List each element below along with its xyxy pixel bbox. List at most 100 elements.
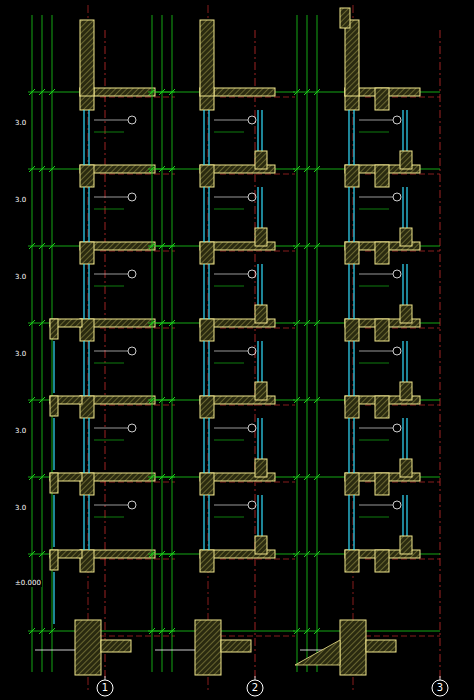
window-glass xyxy=(208,495,209,550)
leader-line xyxy=(94,274,128,275)
detail-callout xyxy=(393,501,401,509)
window-glass xyxy=(83,110,84,165)
ground-slab xyxy=(101,640,131,652)
window-glass xyxy=(203,418,204,473)
leader-line xyxy=(214,505,248,506)
section-symbol xyxy=(97,680,113,696)
dimension-text: ±0.000 xyxy=(14,580,42,587)
note-line xyxy=(359,209,389,210)
window-glass xyxy=(88,110,89,165)
detail-callout xyxy=(128,193,136,201)
section-symbol xyxy=(432,680,448,696)
note-line xyxy=(214,517,244,518)
axis-line xyxy=(100,328,175,329)
window-glass xyxy=(53,495,54,547)
window-sill xyxy=(255,305,267,323)
window-glass xyxy=(53,418,54,470)
edge-beam xyxy=(345,242,359,264)
edge-beam xyxy=(200,165,214,187)
leader-line xyxy=(214,351,248,352)
edge-beam xyxy=(200,550,214,572)
dimension-text: 3.0 xyxy=(14,120,27,127)
edge-beam xyxy=(345,473,359,495)
axis-line xyxy=(100,405,175,406)
leader-line xyxy=(94,505,128,506)
foundation-wall xyxy=(75,620,101,675)
leader-line xyxy=(94,428,128,429)
dimension-line xyxy=(162,15,163,672)
note-line xyxy=(94,363,124,364)
window-sill xyxy=(400,382,412,400)
axis-leader xyxy=(440,676,441,680)
dimension-text: 3.0 xyxy=(14,351,27,358)
section-number: 2 xyxy=(252,683,258,693)
detail-callout xyxy=(248,501,256,509)
window-glass xyxy=(83,418,84,473)
axis-line xyxy=(100,251,175,252)
window-sill xyxy=(400,536,412,554)
axis-line xyxy=(105,30,106,680)
window-glass xyxy=(203,110,204,165)
window-glass xyxy=(208,341,209,396)
window-glass xyxy=(353,187,354,242)
detail-callout xyxy=(248,347,256,355)
axis-line xyxy=(220,405,295,406)
ramp xyxy=(295,640,340,665)
window-glass xyxy=(348,187,349,242)
detail-callout xyxy=(393,347,401,355)
window-glass xyxy=(203,341,204,396)
detail-callout xyxy=(128,501,136,509)
bay-window-curb xyxy=(50,473,58,493)
axis-leader xyxy=(105,676,106,680)
ground-slab xyxy=(221,640,251,652)
window-glass xyxy=(83,187,84,242)
wall-section xyxy=(148,5,295,690)
window-glass xyxy=(203,187,204,242)
note-line xyxy=(214,132,244,133)
parapet-wall xyxy=(80,20,94,96)
dimension-line xyxy=(32,15,33,672)
window-glass xyxy=(353,495,354,550)
window-glass xyxy=(348,264,349,319)
leader-line xyxy=(94,351,128,352)
window-glass xyxy=(53,572,54,624)
window-glass xyxy=(88,418,89,473)
edge-beam xyxy=(375,319,389,341)
note-line xyxy=(94,440,124,441)
detail-callout xyxy=(393,193,401,201)
bay-window-curb xyxy=(50,550,58,570)
axis-line xyxy=(220,328,295,329)
window-sill xyxy=(255,459,267,477)
window-glass xyxy=(208,187,209,242)
axis-line xyxy=(100,174,175,175)
window-sill xyxy=(255,228,267,246)
note-line xyxy=(214,363,244,364)
note-line xyxy=(94,209,124,210)
window-glass xyxy=(208,264,209,319)
window-glass xyxy=(208,418,209,473)
window-glass xyxy=(353,110,354,165)
leader-line xyxy=(359,197,393,198)
edge-beam xyxy=(200,473,214,495)
axis-line xyxy=(365,636,440,637)
edge-beam xyxy=(375,396,389,418)
detail-callout xyxy=(248,424,256,432)
dimension-line xyxy=(152,15,153,672)
dimension-line xyxy=(172,15,173,672)
edge-beam xyxy=(345,319,359,341)
window-glass xyxy=(88,264,89,319)
ground-line xyxy=(155,650,195,651)
foundation-wall xyxy=(340,620,366,675)
detail-callout xyxy=(128,347,136,355)
window-glass xyxy=(353,418,354,473)
axis-line xyxy=(255,30,256,680)
axis-line xyxy=(220,636,295,637)
detail-callout xyxy=(128,424,136,432)
axis-line xyxy=(220,97,295,98)
axis-line xyxy=(440,30,441,680)
window-glass xyxy=(208,110,209,165)
window-glass xyxy=(83,341,84,396)
note-line xyxy=(359,440,389,441)
dimension-text: 3.0 xyxy=(14,197,27,204)
section-number: 3 xyxy=(437,683,443,693)
